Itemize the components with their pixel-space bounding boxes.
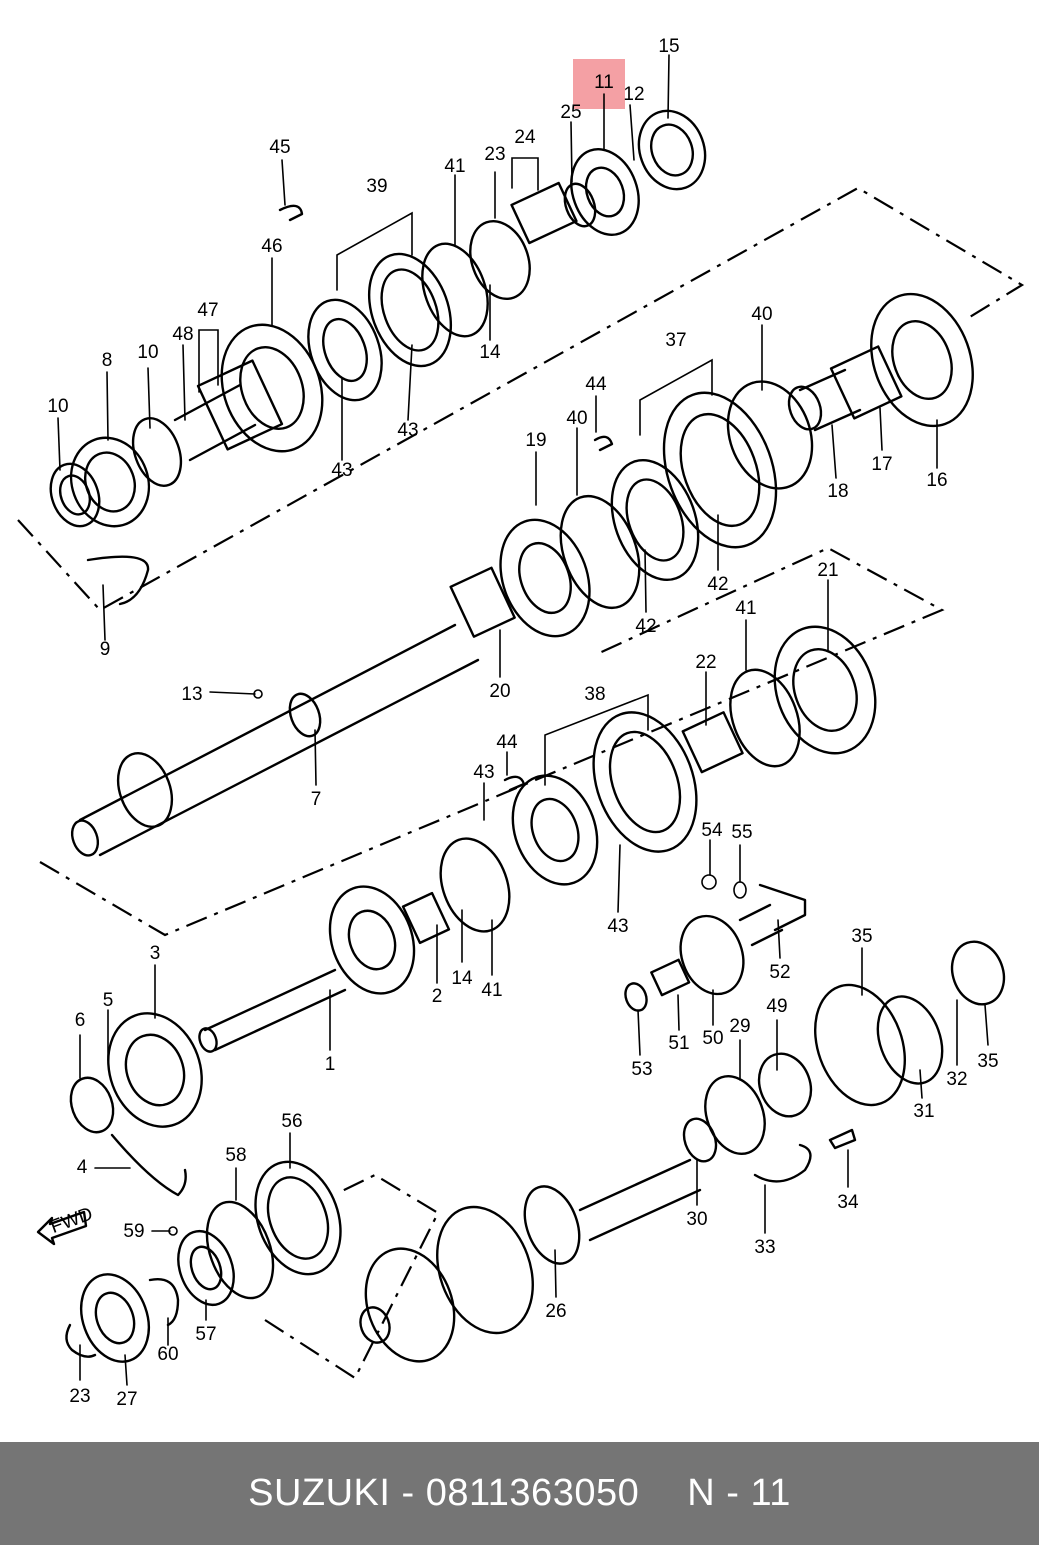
callout-12: 12 (623, 84, 644, 105)
callout-41: 41 (444, 156, 465, 177)
callout-40: 40 (566, 408, 587, 429)
callout-23: 23 (69, 1386, 90, 1407)
callout-41: 41 (481, 980, 502, 1001)
callout-47: 47 (197, 300, 218, 321)
main-shaft (70, 566, 516, 857)
callout-53: 53 (631, 1059, 652, 1080)
callout-44: 44 (585, 374, 607, 395)
callout-35: 35 (851, 926, 872, 947)
right-gear-cluster (499, 292, 974, 638)
callout-44: 44 (496, 732, 518, 753)
leader-lines (57, 54, 989, 1386)
callout-51: 51 (668, 1033, 689, 1054)
callout-48: 48 (172, 324, 193, 345)
callout-24: 24 (514, 127, 536, 148)
callout-42: 42 (707, 574, 728, 595)
callout-45: 45 (269, 137, 290, 158)
callout-20: 20 (489, 681, 510, 702)
countershaft-assembly (359, 940, 1006, 1363)
callout-43: 43 (473, 762, 494, 783)
callout-37: 37 (665, 330, 686, 351)
reverse-idler-assembly (624, 874, 807, 1012)
callout-2: 2 (432, 986, 443, 1007)
callout-40: 40 (751, 304, 772, 325)
callout-13: 13 (181, 684, 202, 705)
callout-55: 55 (731, 822, 752, 843)
callout-59: 59 (123, 1221, 144, 1242)
lower-left-assembly (65, 1160, 342, 1363)
callout-33: 33 (754, 1237, 775, 1258)
callout-56: 56 (281, 1111, 302, 1132)
callout-14: 14 (479, 342, 501, 363)
callout-4: 4 (77, 1157, 88, 1178)
callout-19: 19 (525, 430, 546, 451)
callout-42: 42 (635, 616, 656, 637)
callout-6: 6 (75, 1010, 86, 1031)
input-shaft (69, 885, 451, 1197)
callout-23: 23 (484, 144, 505, 165)
callout-21: 21 (817, 560, 838, 581)
callout-54: 54 (701, 820, 723, 841)
callout-17: 17 (871, 454, 892, 475)
callout-41: 41 (735, 598, 756, 619)
callout-18: 18 (827, 481, 848, 502)
highlight-box (573, 59, 625, 109)
callout-16: 16 (926, 470, 947, 491)
callout-15: 15 (658, 36, 679, 57)
callout-38: 38 (584, 684, 605, 705)
callout-10: 10 (47, 396, 68, 417)
callout-22: 22 (695, 652, 716, 673)
callout-58: 58 (225, 1145, 246, 1166)
callout-43: 43 (397, 420, 418, 441)
footer-bar: SUZUKI - 0811363050 N - 11 (0, 1442, 1039, 1545)
callout-30: 30 (686, 1209, 707, 1230)
boundary-middle (39, 546, 945, 937)
callout-26: 26 (545, 1301, 566, 1322)
callout-27: 27 (116, 1389, 137, 1410)
callout-10: 10 (137, 342, 158, 363)
upper-shaft-assembly (49, 109, 707, 606)
callout-3: 3 (150, 943, 161, 964)
callout-52: 52 (769, 962, 790, 983)
callout-11: 11 (594, 72, 614, 93)
reference-text: N - 11 (687, 1472, 791, 1514)
callout-34: 34 (837, 1192, 859, 1213)
callout-25: 25 (560, 102, 581, 123)
callout-32: 32 (946, 1069, 967, 1090)
middle-gear-cluster (439, 625, 877, 933)
callout-49: 49 (766, 996, 787, 1017)
boundary-top (17, 186, 1025, 612)
callout-labels: 1511122524234139454647481081091443434044… (47, 36, 998, 1410)
callout-39: 39 (366, 176, 387, 197)
callout-60: 60 (157, 1344, 178, 1365)
callout-35: 35 (977, 1051, 998, 1072)
callout-50: 50 (702, 1028, 723, 1049)
callout-9: 9 (100, 639, 111, 660)
callout-1: 1 (325, 1054, 336, 1075)
callout-29: 29 (729, 1016, 750, 1037)
boundary-bottom (264, 1173, 440, 1380)
exploded-gear-diagram: FWD (17, 36, 1025, 1410)
callout-5: 5 (103, 990, 114, 1011)
callout-57: 57 (195, 1324, 216, 1345)
callout-46: 46 (261, 236, 282, 257)
fwd-arrow-icon: FWD (36, 1203, 96, 1246)
callout-8: 8 (102, 350, 113, 371)
callout-7: 7 (311, 789, 322, 810)
callout-43: 43 (331, 460, 352, 481)
part-number-text: SUZUKI - 0811363050 (248, 1472, 640, 1514)
callout-43: 43 (607, 916, 628, 937)
callout-14: 14 (451, 968, 473, 989)
callout-31: 31 (913, 1101, 934, 1122)
fwd-label: FWD (48, 1203, 96, 1238)
